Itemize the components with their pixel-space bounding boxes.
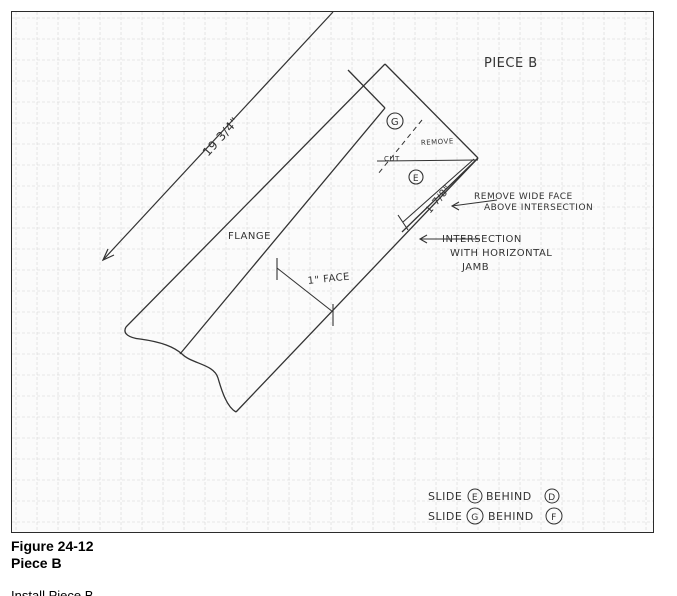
- slide-note-2-circle-b: [545, 507, 563, 525]
- slide-note-1-circle-b: [544, 488, 560, 504]
- piece-outline: [124, 63, 479, 413]
- face-label: 1" FACE: [307, 272, 350, 287]
- intersection-note-line3: JAMB: [461, 262, 489, 273]
- leader-arrows: [418, 199, 498, 244]
- figure-frame: G E PIECE B 19 3/4" REMOVE CUT 1 7/8" RE…: [11, 11, 654, 533]
- remove-label: REMOVE: [421, 137, 454, 147]
- piece-title: PIECE B: [484, 56, 538, 71]
- slide-note-1: SLIDE E BEHIND D: [428, 488, 560, 504]
- dimension-line-long: [101, 12, 334, 262]
- piece-b-sketch: G E PIECE B 19 3/4" REMOVE CUT 1 7/8" RE…: [12, 12, 653, 532]
- figure-title: Piece B: [11, 555, 62, 571]
- slide-note-2-circle-a-letter: G: [471, 513, 478, 523]
- slide-note-1-circle-a: [467, 488, 483, 504]
- cut-line: [377, 119, 423, 175]
- body-text-fragment: Install Piece B: [11, 589, 93, 596]
- circle-g: [386, 112, 404, 130]
- slide-note-1-middle: BEHIND: [486, 490, 532, 503]
- slide-note-1-prefix: SLIDE: [428, 490, 462, 503]
- figure-number: Figure 24-12: [11, 538, 94, 554]
- remove-wide-note-line1: REMOVE WIDE FACE: [474, 192, 573, 202]
- figure-caption: Figure 24-12 Piece B: [11, 538, 411, 572]
- label-e: E: [413, 174, 419, 184]
- intersection-note-line1: INTERSECTION: [442, 234, 522, 245]
- circle-e: [408, 169, 424, 185]
- short-dimension: [397, 158, 475, 231]
- slide-note-1-circle-a-letter: E: [472, 493, 478, 503]
- label-g: G: [391, 117, 399, 128]
- flange-label: FLANGE: [228, 231, 271, 242]
- slide-note-1-circle-b-letter: D: [548, 493, 555, 503]
- slide-note-2-circle-b-letter: F: [551, 513, 557, 523]
- intersection-note-line2: WITH HORIZONTAL: [450, 248, 552, 259]
- face-dimension: [276, 258, 334, 326]
- slide-note-2: SLIDE G BEHIND F: [428, 507, 563, 525]
- cut-line-horizontal: [376, 159, 479, 162]
- remove-wide-note-line2: ABOVE INTERSECTION: [484, 203, 593, 213]
- graph-paper-grid: [12, 12, 653, 532]
- slide-note-2-middle: BEHIND: [488, 510, 534, 523]
- slide-note-2-prefix: SLIDE: [428, 510, 462, 523]
- dimension-long-label: 19 3/4": [200, 114, 242, 159]
- slide-note-2-circle-a: [466, 507, 484, 525]
- cut-label: CUT: [384, 155, 400, 163]
